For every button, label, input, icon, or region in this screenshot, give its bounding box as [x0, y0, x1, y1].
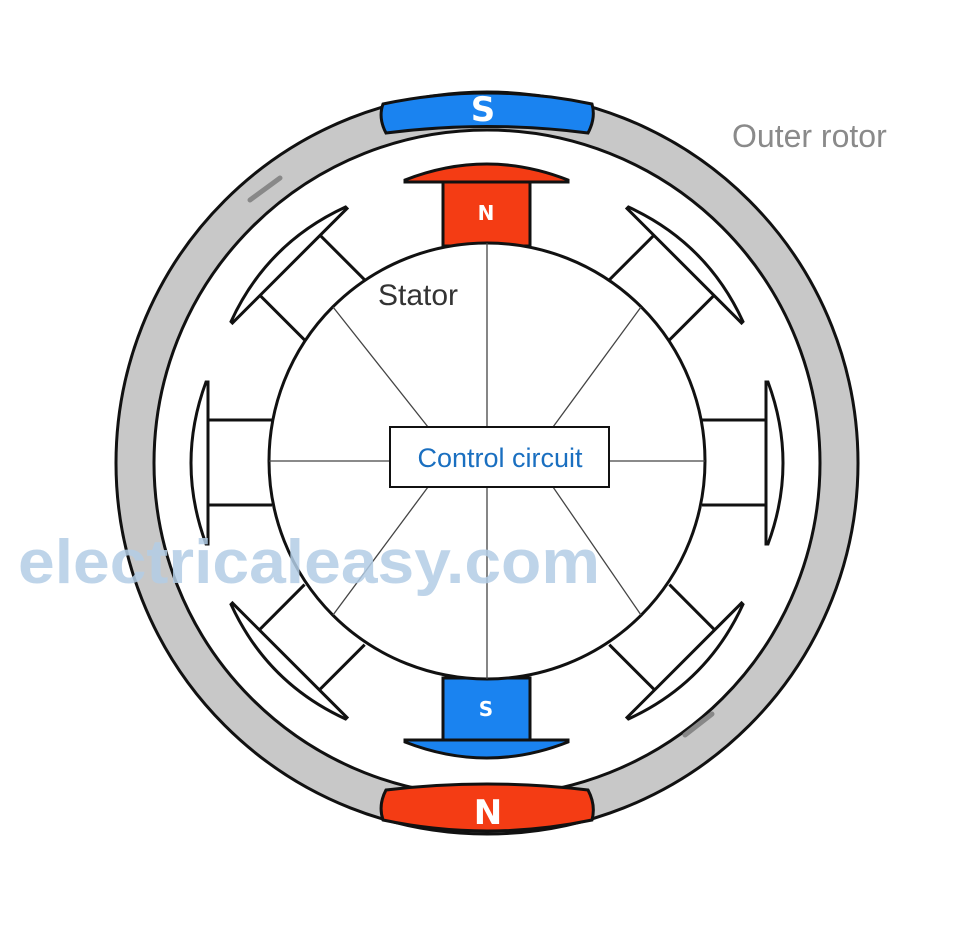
stator-pole-right [702, 380, 785, 546]
rotor-magnet-top-label: S [471, 90, 496, 130]
spoke [332, 486, 429, 616]
stator-pole-lower-right [608, 583, 745, 721]
stator-label: Stator [378, 279, 458, 312]
rotor-highlight-mark [682, 711, 715, 738]
watermark-text: electricaleasy.com [18, 528, 600, 597]
stator-pole-bottom-label: S [479, 697, 493, 721]
stator-pole-top-north: N [403, 162, 570, 248]
rotor-magnet-bottom: N [379, 782, 595, 833]
control-circuit-label: Control circuit [417, 443, 583, 473]
stator-pole-top-label: N [478, 201, 495, 225]
stator-pole-upper-left [229, 205, 367, 342]
outer-rotor-label: Outer rotor [732, 118, 887, 154]
control-circuit-box: Control circuit [389, 426, 610, 488]
rotor-magnet-bottom-label: N [474, 793, 502, 833]
rotor-highlight-mark [247, 175, 283, 203]
stator-pole-upper-right [607, 205, 745, 342]
stator-spokes [269, 243, 705, 679]
spoke [332, 306, 429, 428]
spoke [552, 486, 642, 616]
stator-pole-lower-left [229, 583, 366, 721]
spoke [552, 306, 642, 428]
rotor-magnet-top: S [379, 90, 595, 135]
stator-pole-left [189, 380, 272, 546]
stator-pole-bottom-south: S [403, 676, 570, 760]
